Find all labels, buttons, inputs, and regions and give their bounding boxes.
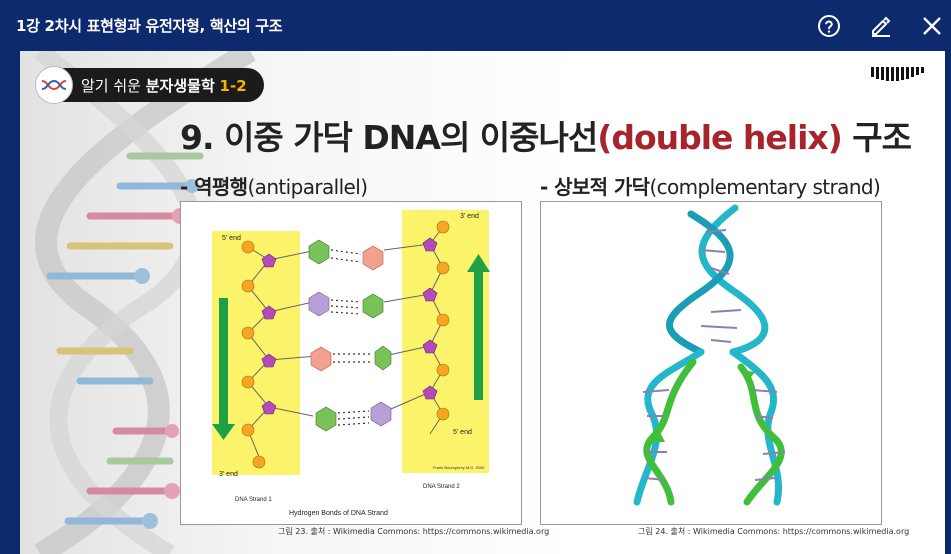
- hydrogen-bonds-diagram: 5' end 3' end 5' end 3' end: [212, 210, 490, 517]
- dna-decoration-image: [34, 51, 256, 554]
- dna-strand-1-label: DNA Strand 1: [235, 497, 272, 503]
- help-button[interactable]: [814, 11, 844, 41]
- up-arrow-icon: [467, 254, 490, 400]
- left-subtitle-bold: - 역평행: [180, 175, 248, 199]
- right-subtitle-paren: (complementary strand): [649, 175, 881, 199]
- left-subtitle: - 역평행(antiparallel): [180, 171, 368, 200]
- course-badge-number: 1-2: [219, 76, 247, 95]
- right-subtitle: - 상보적 가닥(complementary strand): [540, 171, 881, 200]
- antiparallel-figure: 5' end 3' end 5' end 3' end: [180, 201, 522, 525]
- label-3-end-right: 3' end: [460, 213, 479, 220]
- course-badge-prefix: 알기 쉬운: [81, 76, 146, 95]
- slide-title: 9. 이중 가닥 DNA의 이중나선(double helix) 구조: [180, 111, 912, 159]
- label-3-end-left: 3' end: [219, 471, 238, 478]
- help-circle-icon: [818, 15, 840, 37]
- left-figure-source: 그림 23. 출처 : Wikimedia Commons: https://c…: [278, 527, 550, 536]
- synthesis-arrow-icon: [649, 370, 755, 442]
- lecture-slide: 알기 쉬운 분자생물학 1-2 9. 이중 가닥 DNA의 이중나선(doubl…: [20, 51, 945, 554]
- course-logo-icon: [35, 66, 73, 104]
- left-subtitle-paren: (antiparallel): [247, 175, 368, 199]
- slide-title-highlight: (double helix): [597, 118, 843, 157]
- close-button[interactable]: [917, 11, 947, 41]
- down-arrow-icon: [212, 298, 235, 440]
- top-bar: 1강 2차시 표현형과 유전자형, 핵산의 구조: [0, 0, 951, 51]
- slide-title-main: 9. 이중 가닥 DNA의 이중나선: [180, 118, 598, 157]
- label-5-end-right: 5' end: [453, 429, 472, 436]
- publisher-logo-icon: [869, 65, 927, 83]
- dna-strand-2-label: DNA Strand 2: [423, 484, 460, 490]
- edit-button[interactable]: [866, 11, 896, 41]
- figure-caption: Hydrogen Bonds of DNA Strand: [289, 510, 388, 517]
- right-figure-source: 그림 24. 출처 : Wikimedia Commons: https://c…: [638, 527, 910, 536]
- slide-title-suffix: 구조: [841, 118, 912, 157]
- close-icon: [923, 17, 941, 35]
- course-badge-name: 분자생물학: [145, 76, 215, 95]
- label-5-end-left: 5' end: [222, 235, 241, 242]
- lecture-title: 1강 2차시 표현형과 유전자형, 핵산의 구조: [16, 17, 283, 35]
- course-badge-text: 알기 쉬운 분자생물학 1-2: [81, 75, 247, 96]
- course-badge: 알기 쉬운 분자생물학 1-2: [35, 66, 264, 104]
- figure-credit: Frank Boumphrey M.D. 2009: [433, 465, 485, 470]
- complementary-strand-figure: [540, 201, 882, 525]
- pencil-icon: [872, 16, 891, 37]
- right-subtitle-bold: - 상보적 가닥: [540, 175, 650, 199]
- replication-fork-diagram: [633, 204, 786, 506]
